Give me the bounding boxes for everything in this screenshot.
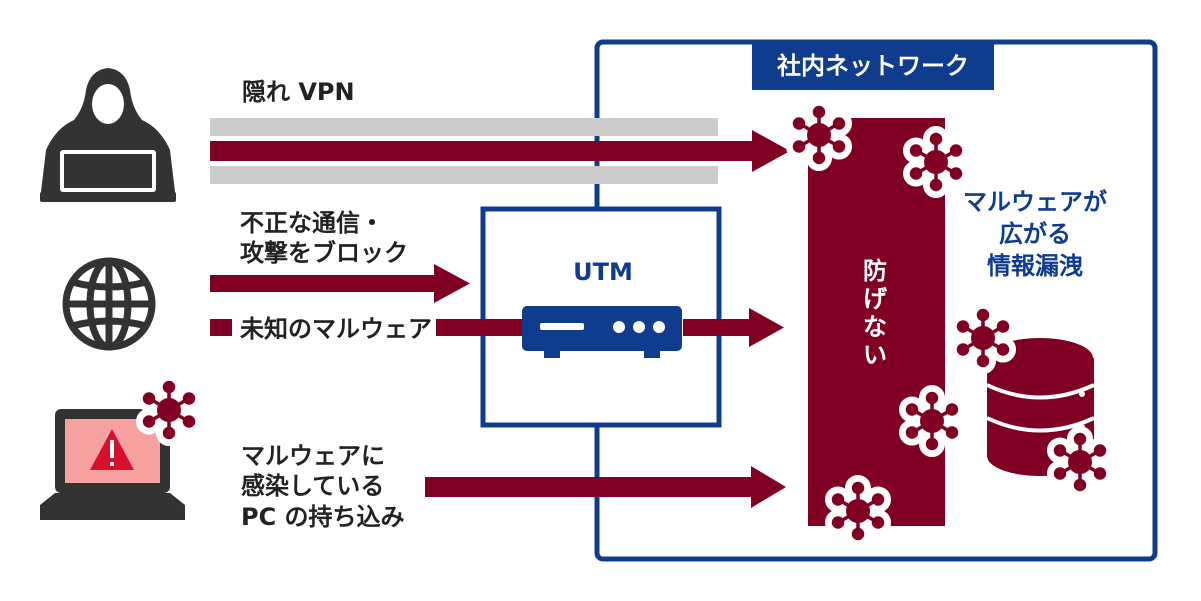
malware-spread-label: マルウェアが 広がる 情報漏洩 [963,188,1107,280]
infected-pc-arrow [425,466,786,508]
globe-icon [62,257,156,351]
network-label: 社内ネットワーク [752,44,994,88]
virus-icon [955,307,1011,369]
utm-device-icon [522,306,682,358]
blocked-arrow [210,264,470,303]
block-comm-label: 不正な通信・ 攻撃をブロック [240,209,408,268]
hidden-vpn-label: 隠れ VPN [242,78,355,106]
unknown-malware-arrow [210,308,784,347]
utm-label: UTM [573,258,633,286]
virus-icon [904,390,960,452]
hacker-icon [40,68,176,202]
virus-icon [830,480,886,542]
cannot-prevent-label: 防 げ な い [863,257,887,369]
virus-icon [908,131,964,193]
unknown-malware-label: 未知のマルウェア [236,314,436,345]
infected-pc-label: マルウェアに 感染している PC の持ち込み [241,442,405,531]
virus-icon [1052,431,1108,493]
vpn-tunnel-top [210,118,718,136]
cannot-prevent-column [808,118,945,526]
infected-laptop-icon [40,379,197,520]
virus-icon [791,104,847,166]
vpn-tunnel-bottom [210,166,718,184]
vpn-arrow [210,130,790,172]
